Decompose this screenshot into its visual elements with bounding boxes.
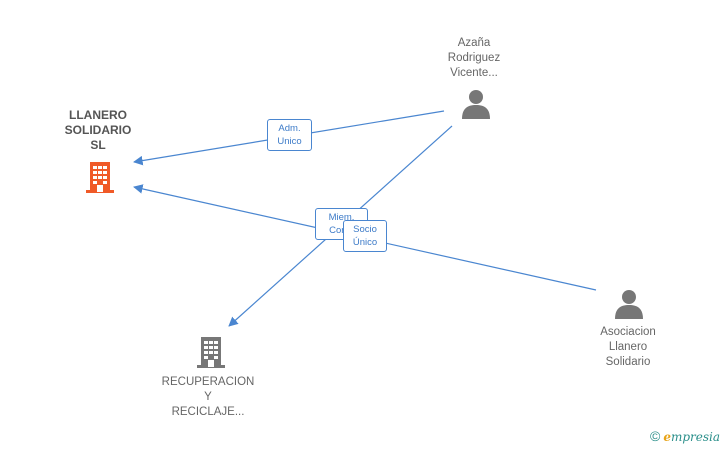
copyright-icon: © xyxy=(650,428,661,444)
person-icon[interactable] xyxy=(614,288,644,320)
edge-label-adm-unico[interactable]: Adm. Unico xyxy=(267,119,312,151)
building-icon[interactable] xyxy=(84,160,116,194)
building-icon[interactable] xyxy=(195,335,227,369)
node-label-azana-rodriguez[interactable]: Azaña Rodriguez Vicente... xyxy=(447,37,501,79)
node-label-recuperacion[interactable]: RECUPERACION Y RECICLAJE... xyxy=(161,376,255,418)
node-label-asociacion[interactable]: Asociacion Llanero Solidario xyxy=(600,326,656,368)
person-icon[interactable] xyxy=(461,88,491,120)
edge-label-socio-unico[interactable]: Socio Único xyxy=(343,220,387,252)
empresia-logo: ©empresia xyxy=(650,428,721,444)
node-label-llanero-solidario[interactable]: LLANERO SOLIDARIO SL xyxy=(64,108,132,152)
